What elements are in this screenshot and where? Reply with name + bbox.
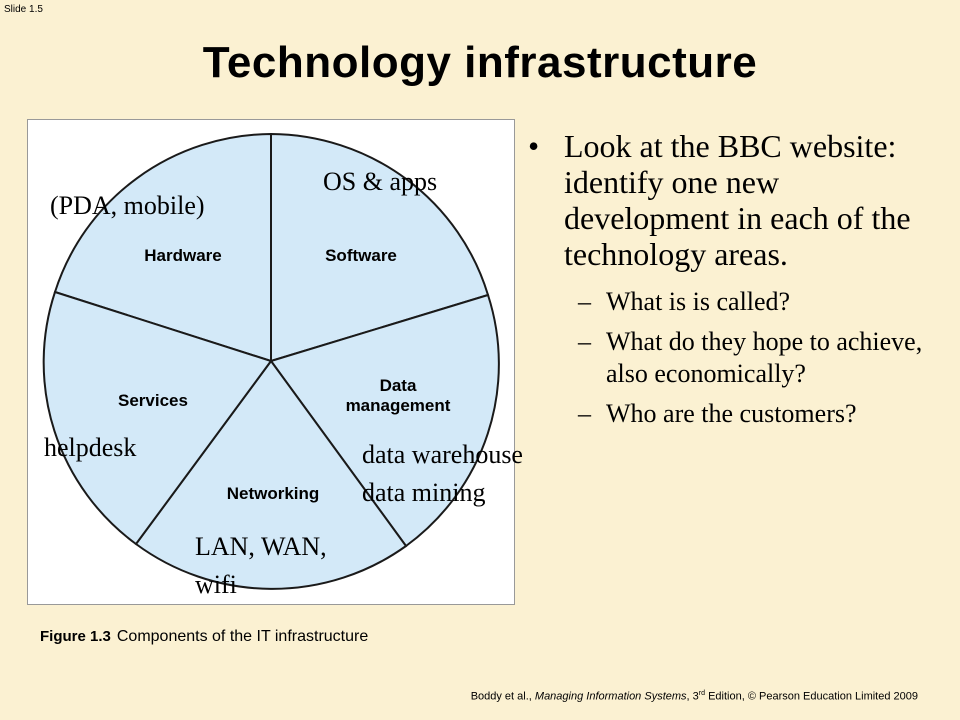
bullet-text: Look at the BBC website: identify one ne… (564, 128, 911, 272)
sub-item: – What do they hope to achieve, also eco… (528, 326, 948, 390)
it-infrastructure-diagram: Hardware Software Data management Networ… (27, 119, 515, 605)
footer-edition-sup: rd (698, 690, 706, 697)
bullet-symbol: • (528, 128, 540, 164)
segment-hardware (53, 132, 272, 363)
sub-item-text: What is is called? (606, 287, 791, 316)
sub-item: – What is is called? (528, 286, 948, 318)
figure-caption-label: Figure 1.3 (40, 628, 111, 645)
note-networking-2: wifi (195, 570, 237, 599)
sub-item: – Who are the customers? (528, 398, 948, 430)
segment-label-networking: Networking (226, 484, 320, 503)
sub-item-text: Who are the customers? (606, 399, 857, 428)
sub-item-text: What do they hope to achieve, also econo… (606, 327, 923, 388)
slide-number: Slide 1.5 (4, 4, 43, 15)
footer-authors: Boddy et al., (470, 690, 532, 703)
footer-rest: Edition, © Pearson Education Limited 200… (708, 690, 918, 703)
segment-data-management (269, 293, 500, 548)
footer-book-title: Managing Information Systems (534, 690, 687, 703)
figure-caption: Figure 1.3 Components of the IT infrastru… (40, 628, 368, 646)
segment-label-services: Services (118, 391, 188, 410)
segment-services (42, 290, 273, 546)
footer-edition-num: 3 (692, 690, 699, 703)
note-services: helpdesk (44, 433, 137, 462)
segment-label-data-management: Data management (345, 376, 451, 415)
footer-citation: Boddy et al., Managing Information Syste… (470, 690, 918, 703)
sub-item-dash: – (578, 399, 591, 428)
segment-label-hardware: Hardware (144, 246, 222, 265)
sub-item-dash: – (578, 327, 591, 356)
sub-item-dash: – (578, 287, 591, 316)
segment-networking (134, 359, 408, 590)
bullet-item: • Look at the BBC website: identify one … (528, 128, 948, 272)
segment-software (270, 132, 490, 363)
bullet-list: • Look at the BBC website: identify one … (528, 128, 948, 430)
note-data-mining: data mining (362, 478, 486, 507)
figure-caption-text: Components of the IT infrastructure (116, 628, 369, 645)
note-hardware: (PDA, mobile) (50, 191, 205, 220)
slide-title: Technology infrastructure (202, 38, 758, 87)
note-networking-1: LAN, WAN, (195, 532, 327, 561)
note-data-warehouse: data warehouse (362, 440, 523, 469)
segment-label-software: Software (325, 246, 397, 265)
note-software: OS & apps (323, 167, 438, 196)
pie-diagram (42, 132, 500, 590)
